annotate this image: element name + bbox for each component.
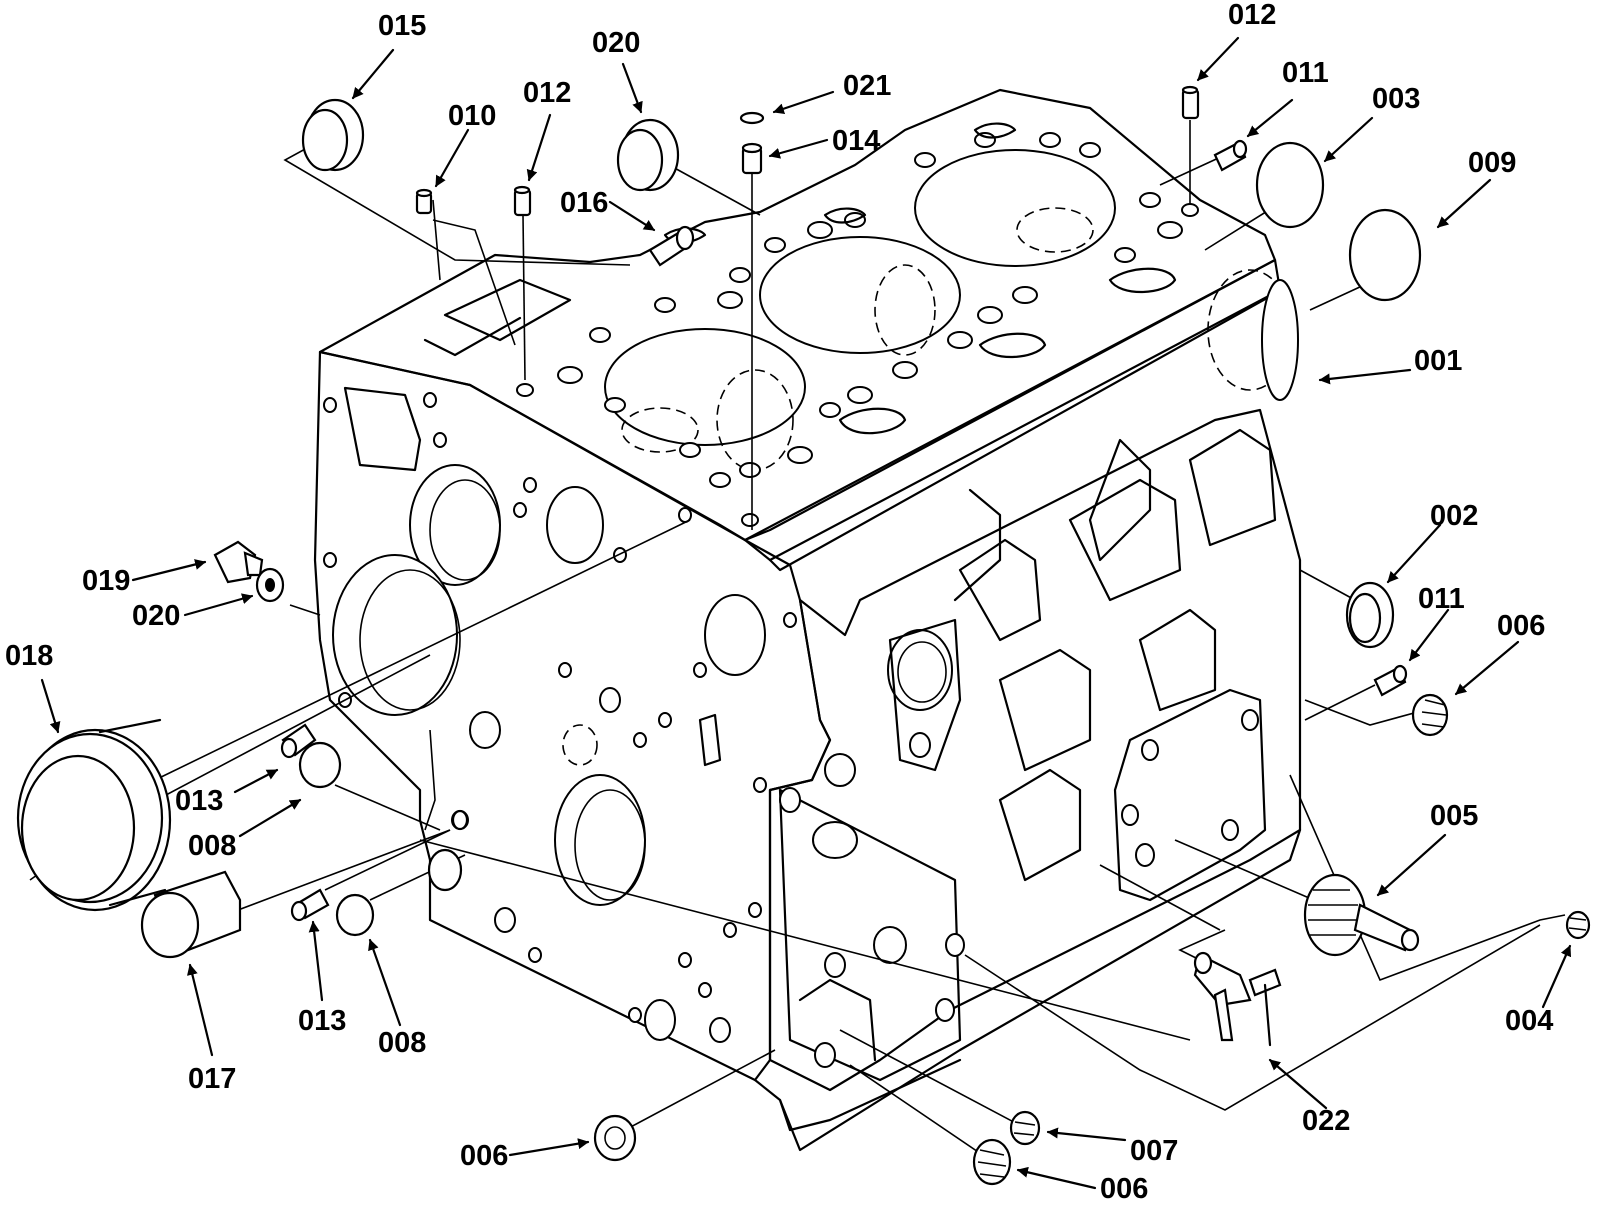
leader-lines <box>29 120 1566 1161</box>
deck-holes <box>516 132 1199 527</box>
sender-005 <box>1303 873 1420 957</box>
deck-slot <box>443 278 572 342</box>
callout-labels: 001 002 003 004 005 006 006 006 007 008 … <box>5 0 1553 1205</box>
callout-002: 002 <box>1430 500 1478 532</box>
callout-016: 016 <box>560 187 608 219</box>
lower-front-plate <box>778 788 962 1082</box>
disc-003 <box>1255 141 1325 229</box>
cylinder-block <box>313 88 1302 1152</box>
front-bore-main <box>332 554 458 716</box>
callout-003: 003 <box>1372 83 1420 115</box>
dowel-010 <box>415 188 433 215</box>
callout-021: 021 <box>843 70 891 102</box>
callout-007: 007 <box>1130 1135 1178 1167</box>
callout-009: 009 <box>1468 147 1516 179</box>
block-bottom-rail <box>753 828 1302 1152</box>
cylinder-bore-3 <box>914 149 1116 267</box>
callout-012-left: 012 <box>523 77 571 109</box>
callout-020-top: 020 <box>592 27 640 59</box>
pin-011-side <box>1373 664 1408 697</box>
fitting-016 <box>648 225 695 267</box>
side-cover-plate <box>1113 688 1267 902</box>
front-bore-right <box>704 594 766 676</box>
pin-013-upper <box>280 723 317 759</box>
washer-021 <box>739 111 765 125</box>
callout-001: 001 <box>1414 345 1462 377</box>
callout-006-bottom-left: 006 <box>460 1140 508 1172</box>
front-seal <box>427 848 463 892</box>
callout-020-side: 020 <box>132 600 180 632</box>
callout-006-bottom-right: 006 <box>1100 1173 1148 1205</box>
plug-007 <box>1009 1110 1041 1146</box>
disc-009 <box>1348 208 1422 302</box>
pin-011-top <box>1213 139 1248 172</box>
callout-019: 019 <box>82 565 130 597</box>
plug-004 <box>1565 910 1591 940</box>
cylinder-bore-1 <box>604 328 806 446</box>
plug-008-upper <box>298 741 342 789</box>
cap-017 <box>140 870 242 959</box>
plug-015 <box>301 98 365 172</box>
callout-011-side: 011 <box>1418 583 1465 615</box>
dowel-012-left <box>513 185 532 217</box>
block-side-rail-lower <box>768 290 1280 572</box>
plug-006-bottom-right <box>972 1138 1012 1186</box>
callout-015: 015 <box>378 10 426 42</box>
callout-011-top: 011 <box>1282 57 1329 89</box>
pin-013-lower <box>290 888 330 922</box>
callout-005: 005 <box>1430 800 1478 832</box>
ring-002 <box>1345 581 1395 649</box>
cylinder-bore-2 <box>759 236 961 354</box>
plug-008-lower <box>335 893 375 937</box>
callout-004: 004 <box>1505 1005 1553 1037</box>
bolt-019 <box>213 540 264 584</box>
block-bottom-edge <box>778 1058 962 1132</box>
drain-cock-022 <box>1193 951 1282 1047</box>
front-bore-small <box>546 486 604 564</box>
callout-013-upper: 013 <box>175 785 223 817</box>
loose-parts <box>16 85 1591 1186</box>
callout-006-right: 006 <box>1497 610 1545 642</box>
plug-020-top <box>616 118 680 192</box>
callout-008-upper: 008 <box>188 830 236 862</box>
block-right-skirt <box>768 408 1302 1092</box>
callout-013-lower: 013 <box>298 1005 346 1037</box>
callout-022: 022 <box>1302 1105 1350 1137</box>
front-bore-lower <box>554 774 646 906</box>
seal-ring-018 <box>16 718 172 912</box>
callout-010: 010 <box>448 100 496 132</box>
callout-017: 017 <box>188 1063 236 1095</box>
front-face-holes <box>323 392 797 1043</box>
callout-008-lower: 008 <box>378 1027 426 1059</box>
bushing-014 <box>741 142 763 175</box>
dowel-012-right <box>1181 85 1200 120</box>
plug-006-right <box>1411 693 1449 737</box>
callout-018: 018 <box>5 640 53 672</box>
callout-014: 014 <box>832 125 880 157</box>
callout-012-right: 012 <box>1228 0 1276 31</box>
plug-006-bottom-left <box>593 1114 637 1162</box>
washer-020 <box>255 567 285 603</box>
callout-arrows <box>40 36 1572 1190</box>
